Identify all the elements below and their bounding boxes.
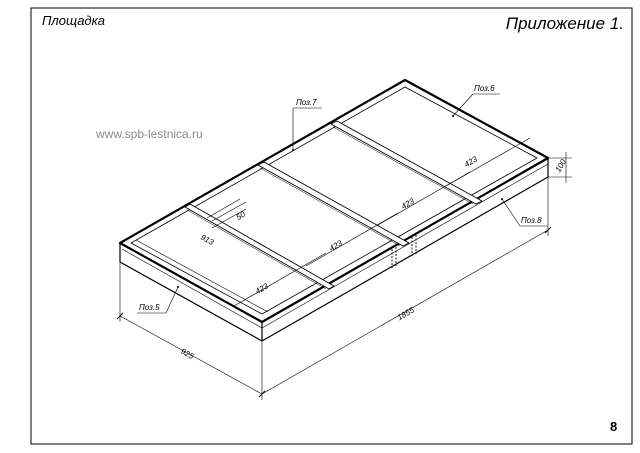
dim-inner-width-line (135, 239, 269, 313)
sheet-title-right: Приложение 1. (506, 14, 624, 33)
leader-pos8 (501, 198, 521, 227)
edge-front-right-bottom (261, 176, 549, 342)
cross-bars (184, 120, 483, 290)
cross-bar-2 (257, 161, 410, 247)
dim-bar-ext-2 (211, 201, 247, 222)
dim-bar-line (211, 208, 247, 229)
platform-frame (118, 78, 550, 342)
dim-length-tick-2 (544, 226, 552, 234)
dimension-lines (116, 137, 572, 400)
dim-span-2-value: 423 (328, 238, 345, 253)
dim-span-1-line (233, 252, 327, 307)
dim-span-2-line (305, 212, 399, 267)
cross-bar-3 (330, 120, 483, 205)
cross-bar-3-edge (332, 126, 474, 205)
dim-length-line (261, 229, 549, 395)
sheet-frame (30, 7, 633, 445)
board-thickness-left (121, 248, 263, 329)
cross-bar-1-edge (186, 209, 327, 290)
board-thickness-right (261, 163, 549, 329)
dim-bar-width-value: 50 (235, 209, 248, 222)
leader-dot-pos7 (292, 149, 294, 151)
callout-pos8: Поз.8 (521, 216, 542, 225)
callout-pos7: Поз.7 (296, 98, 317, 107)
website-watermark: www.spb-lestnica.ru (95, 127, 203, 141)
leader-dot-pos5 (177, 286, 179, 288)
page-number: 8 (610, 419, 617, 434)
frame-inner-rim (130, 86, 538, 315)
edge-front-left-bottom (119, 261, 263, 342)
dim-span-1-value: 423 (254, 281, 271, 296)
callout-pos5: Поз.5 (139, 303, 160, 312)
dim-width-value: 925 (179, 347, 196, 362)
dim-inner-width-value: 913 (199, 233, 216, 248)
dim-length-value: 1855 (396, 305, 416, 322)
position-callouts (137, 93, 548, 314)
leader-pos5 (165, 286, 179, 314)
dim-span-4-value: 423 (463, 154, 480, 169)
cross-bar-1 (184, 203, 335, 290)
leader-dot-pos6 (452, 115, 454, 117)
sheet-title-left: Площадка (42, 13, 105, 28)
cross-bar-2-edge (259, 167, 401, 247)
dim-width-line (119, 315, 263, 395)
dim-width-tick-1 (116, 312, 124, 320)
dim-span-3-value: 423 (400, 196, 417, 211)
leader-dot-pos8 (501, 198, 503, 200)
leader-pos6 (452, 93, 474, 117)
dim-bar-ext-1 (206, 198, 241, 219)
dim-span-4-line (445, 137, 531, 187)
callout-pos6: Поз.6 (474, 84, 495, 93)
